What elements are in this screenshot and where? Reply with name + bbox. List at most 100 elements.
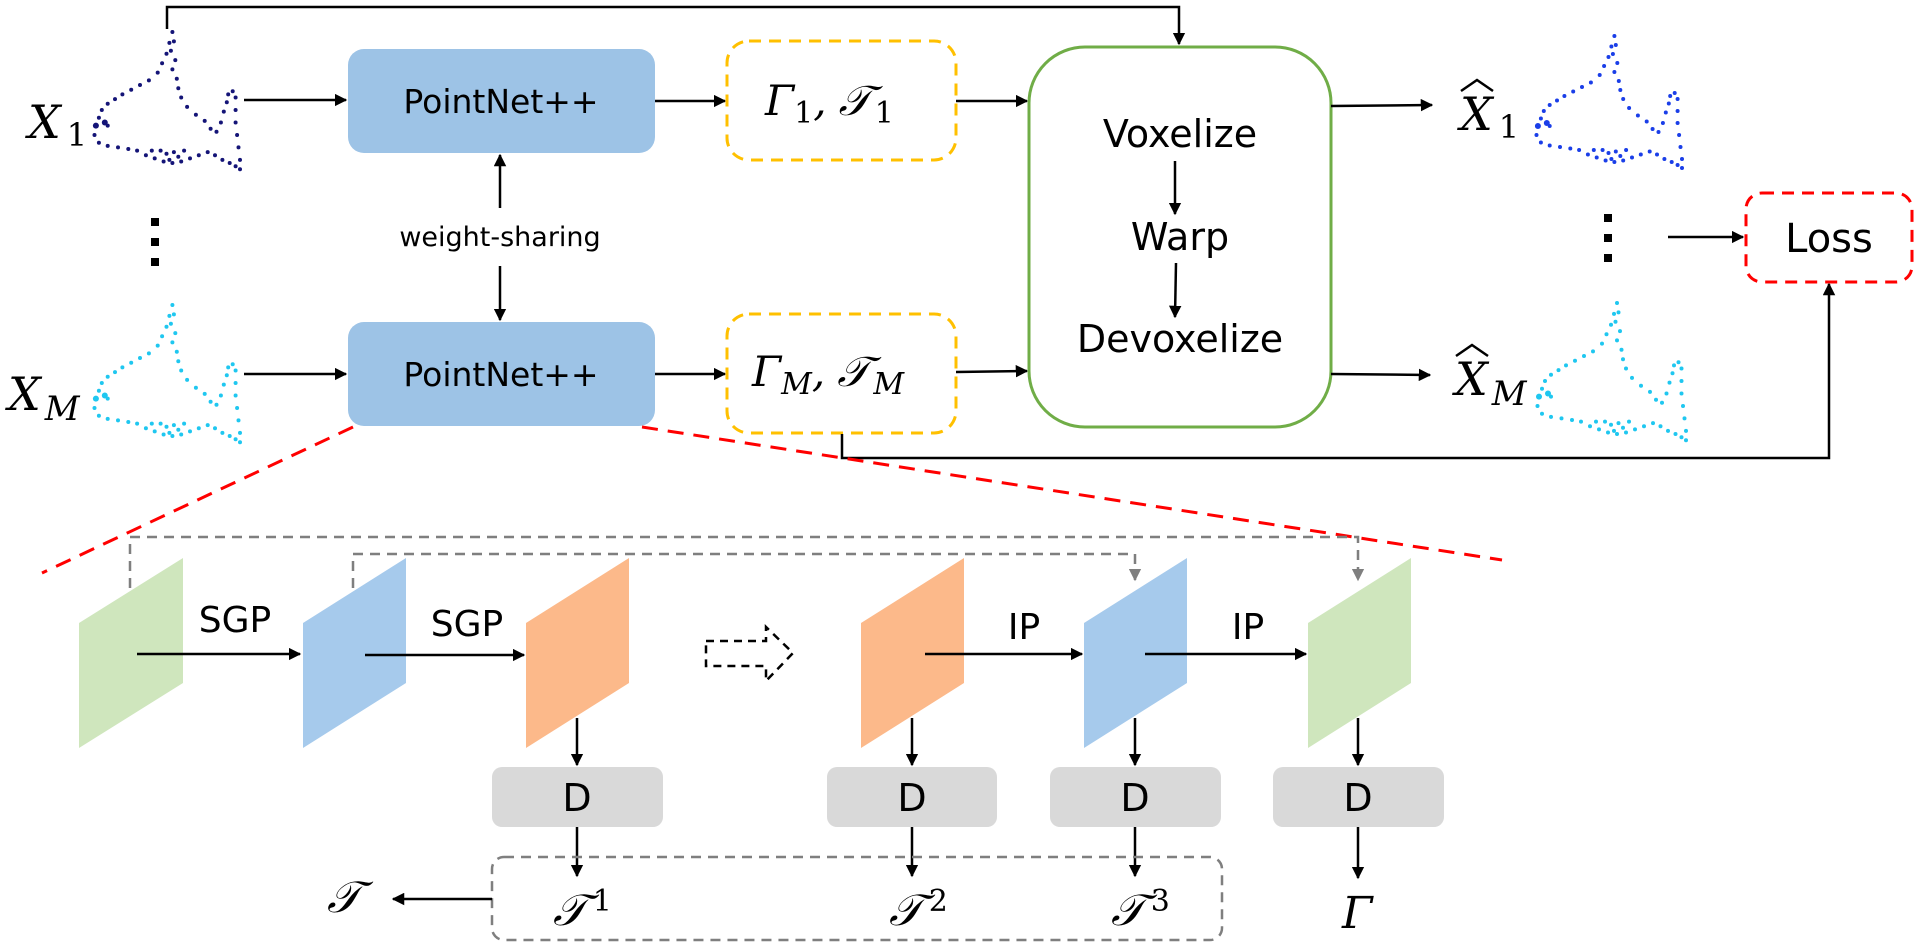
point-cloud-dot: [1677, 133, 1682, 137]
point-cloud-dot: [185, 377, 190, 382]
point-cloud-dot: [101, 392, 108, 399]
point-cloud-dot: [1624, 430, 1628, 435]
point-cloud-dot: [1679, 391, 1684, 396]
point-cloud-dot: [221, 382, 226, 387]
point-cloud-input-1: [92, 30, 242, 172]
sgp-label-2: SGP: [431, 604, 503, 645]
point-cloud-dot: [101, 119, 108, 126]
point-cloud-dot: [1615, 338, 1619, 343]
point-cloud-dot: [196, 426, 201, 431]
encoder-label-m: PointNet++: [403, 355, 598, 394]
point-cloud-dot: [196, 153, 201, 158]
point-cloud-dot: [1602, 64, 1607, 68]
point-cloud-dot: [205, 423, 210, 428]
point-cloud-dot: [236, 145, 241, 150]
point-cloud-dot: [1600, 341, 1604, 346]
point-cloud-dot: [161, 159, 166, 164]
point-cloud-dot: [105, 123, 110, 128]
loss-box: Loss: [1744, 191, 1914, 284]
point-cloud-dot: [1612, 428, 1616, 433]
point-cloud-dot: [170, 161, 175, 165]
point-cloud-dot: [1619, 347, 1624, 352]
point-cloud-dot: [105, 101, 110, 106]
point-cloud-dot: [138, 356, 142, 360]
point-cloud-dot: [160, 334, 165, 339]
point-cloud-dot: [155, 343, 160, 348]
ip-label-2: IP: [1232, 607, 1264, 648]
warp-step-devoxelize: Devoxelize: [1077, 317, 1283, 361]
point-cloud-dot: [221, 109, 226, 114]
weight-sharing-label: weight-sharing: [399, 222, 600, 253]
ip-label-1: IP: [1008, 607, 1040, 648]
point-cloud-dot: [120, 92, 125, 97]
point-cloud-dot: [205, 150, 210, 155]
point-cloud-dot: [135, 148, 140, 153]
point-cloud-dot: [1651, 421, 1655, 426]
point-cloud-dot: [1618, 154, 1623, 158]
point-cloud-dot: [188, 156, 192, 161]
point-cloud-dot: [1549, 414, 1553, 419]
point-cloud-dot: [208, 126, 213, 131]
point-cloud-dot: [1678, 145, 1683, 149]
point-cloud-dot: [1603, 419, 1607, 424]
point-cloud-dot: [213, 426, 217, 431]
point-cloud-dot: [1679, 379, 1684, 383]
point-cloud-dot: [1630, 375, 1634, 380]
point-cloud-dot: [173, 331, 178, 336]
arrow-warp-to-output1: [1330, 98, 1434, 112]
point-cloud-dot: [170, 434, 175, 438]
point-cloud-dot: [176, 427, 181, 432]
point-cloud-dot: [1536, 393, 1542, 400]
point-cloud-dot: [1585, 152, 1590, 157]
point-cloud-dot: [96, 388, 101, 393]
point-cloud-dot: [233, 108, 238, 112]
point-cloud-dot: [168, 48, 173, 53]
point-cloud-dot: [202, 118, 207, 123]
point-cloud-dot: [1616, 79, 1621, 83]
point-cloud-dot: [96, 413, 101, 418]
point-cloud-dot: [176, 154, 181, 159]
point-cloud-dot: [158, 148, 163, 153]
point-cloud-dot: [1675, 109, 1680, 113]
point-cloud-dot: [1666, 428, 1670, 433]
point-cloud-dot: [138, 83, 142, 87]
point-cloud-dot: [1654, 397, 1658, 402]
encoder-pointnet-1[interactable]: PointNet++: [348, 49, 655, 153]
zoom-guide-right: [641, 425, 1503, 562]
point-cloud-dot: [1624, 366, 1628, 371]
point-cloud-dot: [238, 157, 242, 162]
zoom-guide-left: [41, 425, 354, 575]
hat-icon-1: [1460, 78, 1494, 93]
point-cloud-dot: [167, 430, 172, 435]
point-cloud-dot: [1612, 160, 1617, 164]
point-cloud-dot: [1613, 319, 1618, 324]
point-cloud-dot: [164, 324, 169, 329]
warp-step-voxelize: Voxelize: [1103, 112, 1257, 156]
point-cloud-dot: [120, 365, 125, 370]
warp-block: Voxelize Warp Devoxelize: [1027, 45, 1333, 429]
point-cloud-dot: [1580, 85, 1584, 89]
point-cloud-dot: [1647, 149, 1652, 154]
point-cloud-dot: [179, 159, 184, 164]
point-cloud-dot: [167, 40, 172, 45]
encoder-pointnet-m[interactable]: PointNet++: [348, 322, 655, 426]
point-cloud-dot: [1549, 372, 1553, 377]
point-cloud-dot: [1621, 425, 1625, 430]
point-cloud-dot: [1564, 363, 1568, 368]
point-cloud-dot: [116, 418, 120, 423]
point-cloud-dot: [1624, 148, 1629, 152]
point-cloud-dot: [1658, 424, 1663, 429]
point-cloud-dot: [149, 421, 154, 426]
point-cloud-dot: [182, 421, 187, 426]
point-cloud-dot: [170, 30, 175, 34]
decoder-label-1: D: [562, 776, 591, 820]
aggregate-transform-output: 𝒯: [327, 872, 374, 923]
point-cloud-dot: [1664, 391, 1669, 396]
point-cloud-output-m: [1535, 301, 1688, 443]
point-cloud-dot: [1545, 390, 1551, 397]
point-cloud-dot: [1675, 97, 1680, 101]
